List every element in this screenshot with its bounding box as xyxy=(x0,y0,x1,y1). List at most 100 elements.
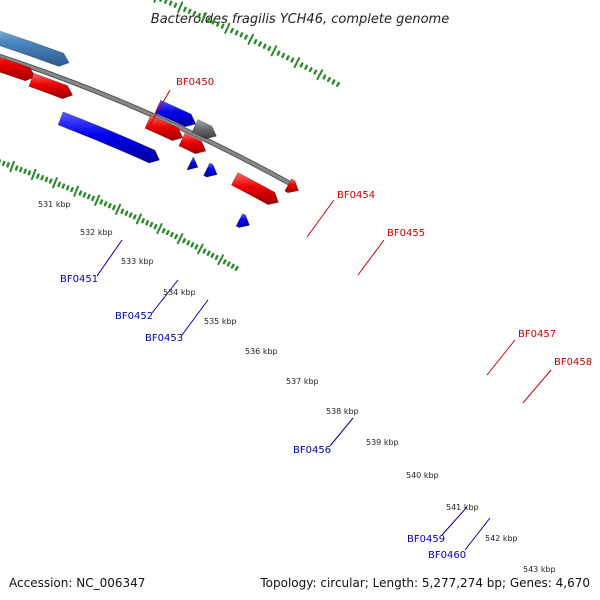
inner-tick-track-tick xyxy=(174,233,178,240)
gene-label-bf0453[interactable]: BF0453 xyxy=(145,333,183,344)
gene-features xyxy=(0,22,299,228)
gene-label-bf0452[interactable]: BF0452 xyxy=(115,311,153,322)
gene-bf0460[interactable] xyxy=(203,162,218,178)
inner-tick-track-tick xyxy=(70,186,74,193)
inner-tick-track-tick xyxy=(86,193,91,200)
inner-tick-track-tick xyxy=(222,259,227,265)
kbp-label: 540 kbp xyxy=(406,471,439,480)
outer-tick-track-tick xyxy=(230,27,234,34)
inner-tick-track-tick xyxy=(107,202,112,209)
inner-tick-track-tick xyxy=(230,263,235,269)
inner-tick-track-tick xyxy=(197,243,204,255)
inner-tick-track-tick xyxy=(128,212,133,218)
outer-tick-track-tick xyxy=(200,12,207,24)
outer-tick-track-tick xyxy=(153,0,157,3)
leader-line-bf0452 xyxy=(151,279,179,314)
gene-bf0454[interactable] xyxy=(0,22,70,67)
gene-bf0455[interactable] xyxy=(0,49,36,82)
leader-line-bf0455 xyxy=(357,239,385,276)
kbp-label: 542 kbp xyxy=(485,534,518,543)
inner-tick-track-tick xyxy=(48,178,53,184)
gene-bf0458-shape[interactable] xyxy=(191,119,217,140)
gene-label-bf0459[interactable]: BF0459 xyxy=(407,534,445,545)
inner-tick-track-tick xyxy=(120,208,125,214)
outer-tick-track-tick xyxy=(173,2,178,8)
outer-tick-track-tick xyxy=(331,79,336,85)
ruler-ticks xyxy=(0,0,340,271)
gene-bf0459-shape[interactable] xyxy=(186,156,199,171)
leader-line-bf0460 xyxy=(464,517,491,551)
gene-label-bf0460[interactable]: BF0460 xyxy=(428,550,466,561)
gene-bf0456-shape[interactable] xyxy=(57,111,160,164)
gene-label-bf0456[interactable]: BF0456 xyxy=(293,445,331,456)
gene-block-red-shape[interactable] xyxy=(28,72,74,100)
kbp-label: 538 kbp xyxy=(326,407,359,416)
inner-tick-track-tick xyxy=(82,192,87,198)
gene-label-bf0451[interactable]: BF0451 xyxy=(60,274,98,285)
gene-block-red[interactable] xyxy=(284,178,299,194)
outer-tick-track-tick xyxy=(234,30,239,36)
backbone-layer xyxy=(0,53,291,186)
gene-label-bf0458[interactable]: BF0458 xyxy=(554,357,592,368)
inner-tick-track-tick xyxy=(132,214,137,220)
inner-tick-track-tick xyxy=(103,201,108,207)
inner-tick-track-tick xyxy=(23,168,27,174)
gene-block-red-shape[interactable] xyxy=(284,178,299,194)
kbp-label: 537 kbp xyxy=(286,377,319,386)
gene-block-blue-shape[interactable] xyxy=(235,213,250,228)
inner-tick-track-tick xyxy=(141,218,145,224)
gene-block-red[interactable] xyxy=(28,72,74,100)
gene-block-red-shape[interactable] xyxy=(230,172,279,205)
gene-block-red-shape[interactable] xyxy=(178,132,207,155)
gene-bf0456[interactable] xyxy=(57,111,160,164)
inner-tick-track-tick xyxy=(210,252,215,258)
leader-line-bf0456 xyxy=(329,417,354,447)
outer-tick-track-tick xyxy=(187,8,192,15)
gene-bf0455-shape[interactable] xyxy=(0,49,36,82)
inner-tick-track-tick xyxy=(65,185,70,191)
gene-bf0460-shape[interactable] xyxy=(203,162,218,178)
gene-block-red[interactable] xyxy=(230,172,279,205)
gene-label-bf0455[interactable]: BF0455 xyxy=(387,228,425,239)
inner-tick-track-tick xyxy=(190,242,195,248)
inner-tick-track-tick xyxy=(149,221,154,228)
outer-tick-track-tick xyxy=(270,45,278,57)
gene-label-bf0457[interactable]: BF0457 xyxy=(518,329,556,340)
gene-label-bf0454[interactable]: BF0454 xyxy=(337,190,375,201)
inner-tick-track-tick xyxy=(6,162,10,168)
inner-tick-track-tick xyxy=(182,238,187,244)
outer-tick-track-tick xyxy=(267,45,272,52)
gene-block-red[interactable] xyxy=(178,132,207,155)
inner-tick-track-tick xyxy=(27,170,32,176)
outer-tick-track-tick xyxy=(285,55,290,61)
gene-bf0459[interactable] xyxy=(186,156,199,171)
outer-tick-track-tick xyxy=(247,33,254,45)
outer-tick-track-tick xyxy=(216,21,220,27)
outer-tick-track-tick xyxy=(308,67,313,73)
gene-label-bf0450[interactable]: BF0450 xyxy=(176,77,214,88)
outer-tick-track-tick xyxy=(336,81,340,88)
inner-tick-track-tick xyxy=(176,233,184,245)
kbp-label: 536 kbp xyxy=(245,347,278,356)
outer-tick-track-tick xyxy=(183,6,187,13)
inner-tick-track-tick xyxy=(36,173,40,179)
inner-tick-track-tick xyxy=(19,166,23,173)
inner-tick-track-tick xyxy=(234,265,239,271)
gene-bf0457-shape[interactable] xyxy=(154,99,197,128)
gene-block-blue[interactable] xyxy=(235,213,250,228)
inner-tick-track-tick xyxy=(186,240,191,246)
inner-tick-track-tick xyxy=(226,261,231,267)
outer-tick-track-tick xyxy=(258,41,262,47)
inner-tick-track-tick xyxy=(94,194,101,206)
inner-tick-track-tick xyxy=(161,227,166,234)
gene-bf0454-shape[interactable] xyxy=(0,22,70,67)
outer-tick-track-tick xyxy=(313,69,318,75)
outer-tick-track-tick xyxy=(192,10,197,17)
gene-bf0458[interactable] xyxy=(191,119,217,140)
kbp-label: 535 kbp xyxy=(204,317,237,326)
gene-bf0457[interactable] xyxy=(154,99,197,128)
outer-tick-track-tick xyxy=(290,57,295,63)
inner-tick-track-tick xyxy=(135,213,142,225)
